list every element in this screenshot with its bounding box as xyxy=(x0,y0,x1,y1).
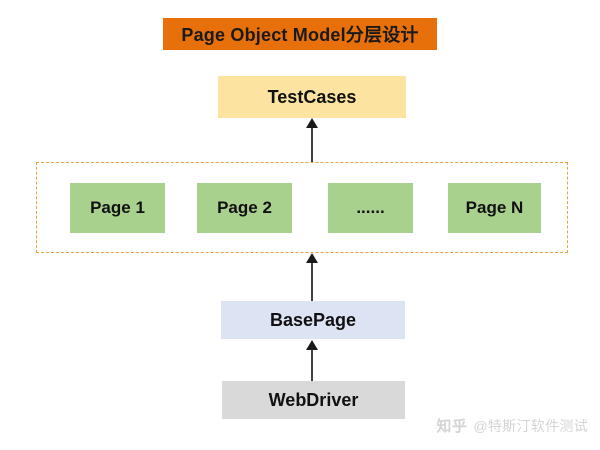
node-page-2: Page 2 xyxy=(197,183,292,233)
node-page-1-label: Page 1 xyxy=(90,198,145,217)
watermark-logo: 知乎 xyxy=(436,418,468,435)
node-testcases-label: TestCases xyxy=(267,86,357,107)
node-basepage: BasePage xyxy=(221,301,405,339)
node-basepage-label: BasePage xyxy=(269,309,357,330)
arrow-basepage-to-pages-icon xyxy=(311,262,313,301)
node-page-ellipsis-label: ...... xyxy=(356,198,385,217)
arrow-pages-to-testcases-icon xyxy=(311,127,313,162)
node-page-n-label: Page N xyxy=(465,198,524,217)
watermark: 知乎 @特斯汀软件测试 xyxy=(436,415,588,436)
node-testcases: TestCases xyxy=(218,76,406,118)
arrow-webdriver-to-basepage-icon xyxy=(311,349,313,381)
node-page-2-label: Page 2 xyxy=(217,198,272,217)
node-page-n: Page N xyxy=(448,183,541,233)
node-webdriver: WebDriver xyxy=(222,381,405,419)
node-page-ellipsis: ...... xyxy=(328,183,413,233)
node-page-1: Page 1 xyxy=(70,183,165,233)
page-title: Page Object Model分层设计 xyxy=(181,25,419,45)
page-layer-container: Page 1 Page 2 ...... Page N xyxy=(36,162,568,253)
node-webdriver-label: WebDriver xyxy=(268,389,359,410)
watermark-handle: @特斯汀软件测试 xyxy=(473,417,588,434)
diagram-title-banner: Page Object Model分层设计 xyxy=(163,18,437,50)
